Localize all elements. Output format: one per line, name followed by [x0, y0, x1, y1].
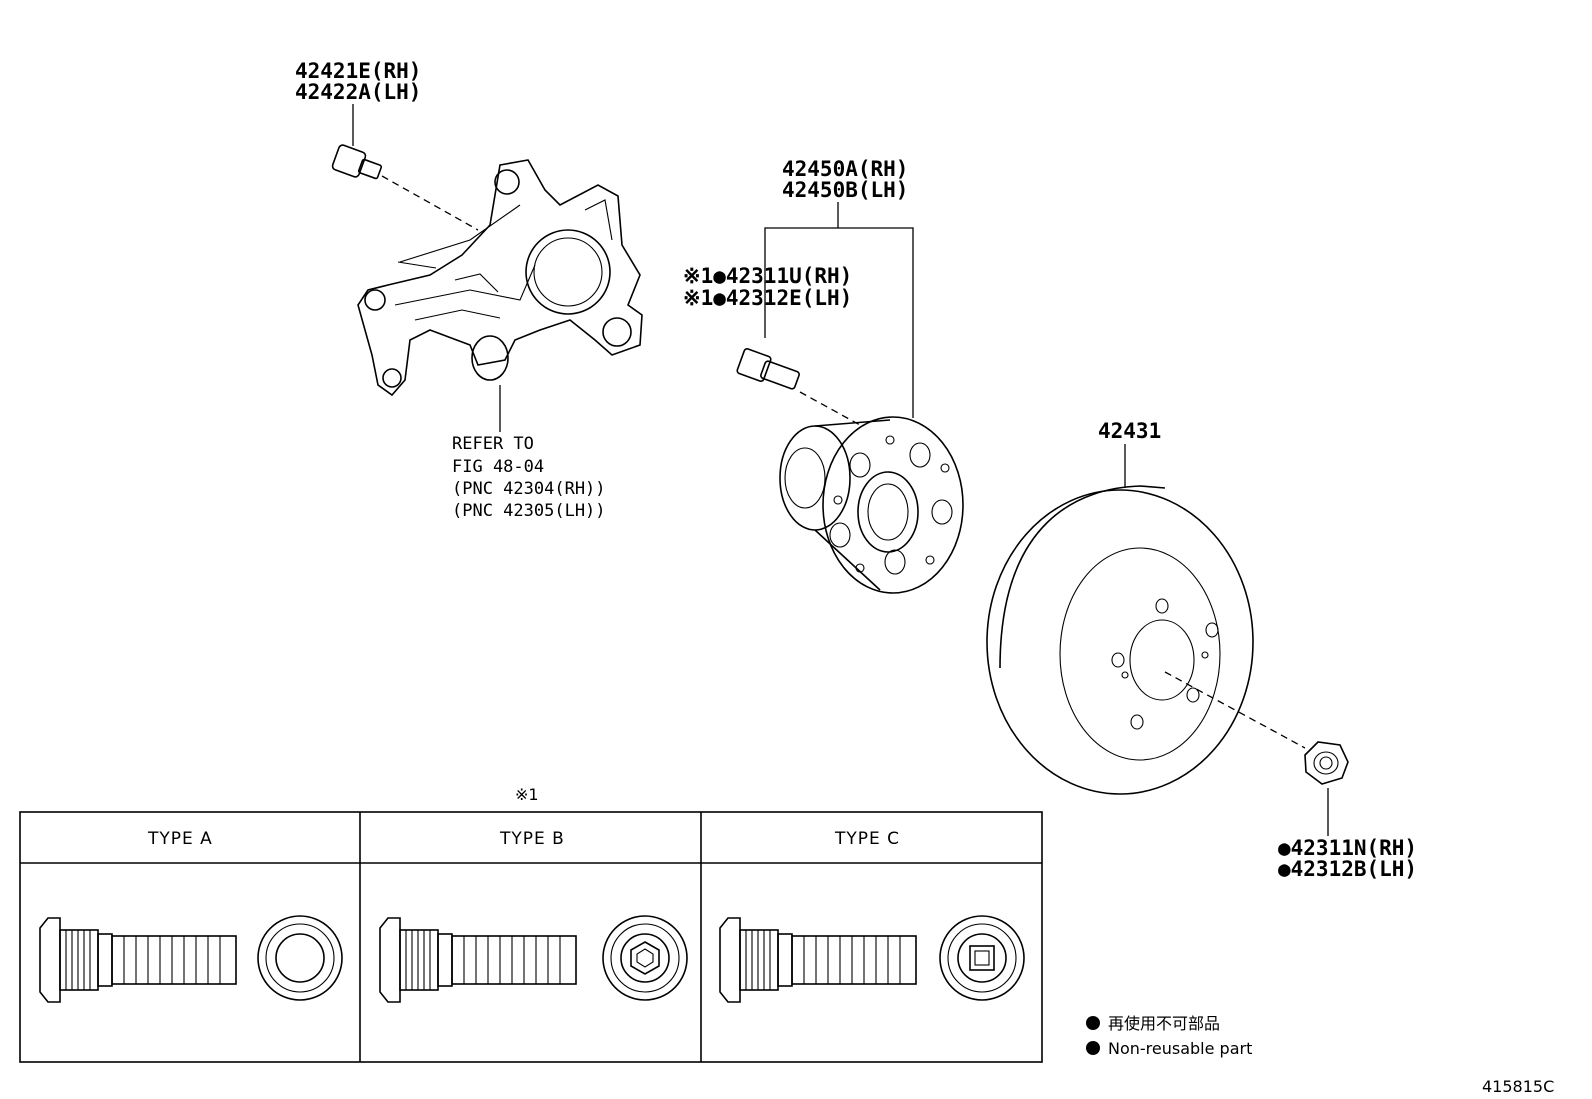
type-b-label: TYPE B — [499, 829, 565, 849]
type-a-bolt — [39, 917, 237, 1003]
hub-assembly-callout[interactable]: 42450A(RH) 42450B(LH) — [764, 157, 914, 418]
hub-bolt-part — [736, 348, 861, 426]
type-c-label: TYPE C — [834, 829, 900, 849]
hub-bolt-label-lh: ※1●42312E(LH) — [683, 286, 852, 310]
refer-line-3: (PNC 42304(RH)) — [452, 479, 606, 499]
hub-bolt-callout[interactable]: ※1●42311U(RH) ※1●42312E(LH) — [683, 264, 852, 310]
knuckle-bolt-label-rh: 42421E(RH) — [295, 59, 421, 83]
disc-part — [986, 485, 1306, 795]
figure-code: 415815C — [1482, 1077, 1554, 1096]
hub-nut-callout[interactable]: ●42311N(RH) ●42312B(LH) — [1278, 788, 1417, 881]
disc-label: 42431 — [1098, 419, 1161, 443]
legend-jp: 再使用不可部品 — [1108, 1014, 1220, 1033]
hub-nut-label-rh: ●42311N(RH) — [1278, 836, 1417, 860]
type-table: ※1 TYPE A TYPE B TYPE C — [19, 785, 1043, 1063]
legend-en: Non-reusable part — [1108, 1039, 1252, 1058]
type-table-note-mark: ※1 — [515, 785, 539, 804]
type-a-end-view — [257, 915, 343, 1001]
type-c-end-view — [939, 915, 1025, 1001]
hub-assembly-part — [779, 416, 964, 594]
hub-nut-label-lh: ●42312B(LH) — [1278, 857, 1417, 881]
knuckle-refer-callout[interactable]: REFER TO FIG 48-04 (PNC 42304(RH)) (PNC … — [452, 385, 606, 521]
type-b-bolt — [379, 917, 577, 1003]
hub-assembly-label-lh: 42450B(LH) — [782, 178, 908, 202]
refer-line-4: (PNC 42305(LH)) — [452, 501, 606, 521]
non-reusable-bullet-icon — [1086, 1041, 1100, 1055]
hub-nut-part — [1304, 741, 1349, 785]
non-reusable-bullet-icon — [1086, 1016, 1100, 1030]
disc-callout[interactable]: 42431 — [1098, 419, 1161, 488]
hub-assembly-label-rh: 42450A(RH) — [782, 157, 908, 181]
type-c-bolt — [719, 917, 917, 1003]
refer-line-1: REFER TO — [452, 434, 534, 454]
knuckle-bolt-part — [331, 144, 479, 231]
type-b-end-view — [602, 915, 688, 1001]
knuckle-part — [357, 159, 643, 397]
refer-line-2: FIG 48-04 — [452, 457, 544, 477]
hub-bolt-label-rh: ※1●42311U(RH) — [683, 264, 852, 288]
legend: 再使用不可部品 Non-reusable part — [1086, 1014, 1252, 1058]
knuckle-bolt-label-lh: 42422A(LH) — [295, 80, 421, 104]
knuckle-bolt-callout[interactable]: 42421E(RH) 42422A(LH) — [295, 59, 421, 146]
type-a-label: TYPE A — [147, 829, 213, 849]
